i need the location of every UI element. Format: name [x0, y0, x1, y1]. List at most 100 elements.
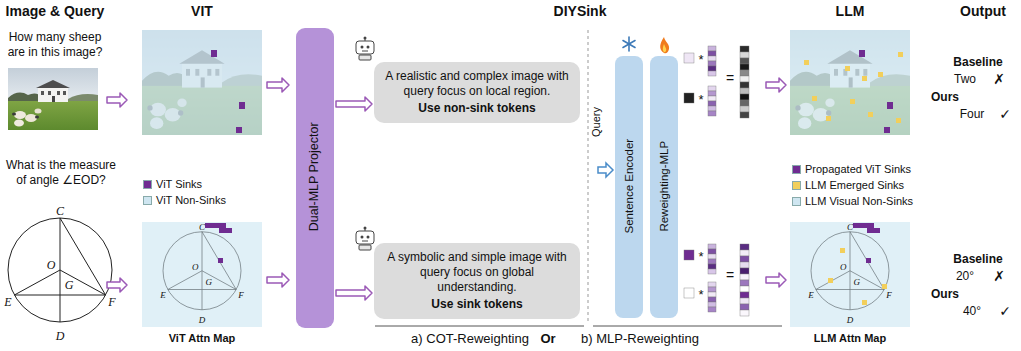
query-text: What is the measure of angle ∠EOD? [1, 158, 121, 187]
token [708, 46, 716, 51]
token [708, 244, 716, 249]
flow-arrow [766, 78, 786, 92]
sink-token [867, 228, 880, 233]
equals-sign: = [726, 267, 734, 284]
robot-icon [356, 227, 374, 251]
token [740, 46, 749, 52]
flow-arrow [267, 273, 289, 287]
token [708, 282, 716, 287]
answer: Four [960, 107, 985, 122]
sink-token [862, 300, 867, 305]
point-letter: F [108, 295, 115, 310]
token [740, 274, 749, 280]
sink-token [866, 258, 871, 263]
sink-token [896, 118, 901, 123]
robot-icon [356, 37, 374, 61]
legend-text: ViT Non-Sinks [156, 194, 226, 206]
encoder-box: Sentence Encoder [615, 56, 643, 318]
token [708, 56, 716, 61]
answer: Two [954, 72, 976, 87]
multiply-sign: * [698, 249, 703, 265]
token [708, 249, 716, 254]
legend-text: ViT Sinks [156, 178, 202, 190]
node-instruction: Use sink tokens [382, 297, 572, 312]
robot-eye [367, 236, 370, 239]
token [740, 268, 749, 274]
point-letter: E [160, 289, 166, 300]
token [740, 100, 749, 106]
token [740, 280, 749, 286]
token [740, 292, 749, 298]
prompt-box: A symbolic and simple image with query f… [374, 243, 580, 319]
flame-core [663, 44, 666, 52]
snowflake-arm [623, 41, 635, 48]
token [740, 310, 749, 316]
legend-swatch [143, 196, 152, 205]
robot-mouth [362, 241, 368, 242]
sink-token [882, 284, 887, 289]
token [740, 106, 749, 112]
point-letter: O [47, 258, 56, 273]
point-letter: C [847, 221, 853, 232]
snowflake-arm [623, 41, 635, 48]
point-letter: C [199, 221, 205, 232]
row-label: Baseline [953, 252, 1002, 267]
weight-swatch [684, 53, 694, 63]
sink-token [898, 52, 903, 57]
sink-token [812, 96, 817, 101]
point-letter: O [192, 262, 199, 273]
geometry-figure [8, 218, 112, 322]
sink-token [205, 223, 226, 228]
token [708, 254, 716, 259]
sink-token [859, 50, 865, 57]
point-letter: F [886, 289, 892, 300]
multiply-sign: * [698, 287, 703, 303]
multiply-sign: * [698, 92, 703, 108]
emerged-sinks [804, 52, 903, 123]
point-letter: G [206, 277, 213, 288]
weight-swatch [684, 250, 694, 260]
sink-token [884, 127, 890, 133]
column-header: VIT [191, 3, 213, 20]
flow-arrow [267, 78, 289, 92]
flow-arrow [336, 286, 372, 300]
antenna-tip [364, 37, 367, 40]
legend-item: ViT Non-Sinks [143, 194, 226, 206]
attn-overlay [790, 222, 910, 327]
token [740, 76, 749, 82]
sink-token [828, 278, 833, 283]
projector-box: Dual-MLP Projector [296, 28, 334, 328]
token [708, 269, 716, 274]
legend-swatch [792, 181, 801, 190]
column-header: LLM [836, 3, 865, 20]
legend-item: LLM Emerged Sinks [792, 179, 904, 191]
sink-token [218, 258, 223, 263]
robot-head [356, 41, 374, 54]
token [740, 244, 749, 250]
flow-arrow [107, 93, 127, 107]
prompt-box: A realistic and complex image with query… [374, 62, 580, 123]
node-text: Reweighting-MLP [657, 55, 671, 317]
token [740, 82, 749, 88]
vit-attn-map [142, 30, 262, 135]
token [740, 304, 749, 310]
token [708, 71, 716, 76]
token [740, 64, 749, 70]
weight-swatch [684, 288, 694, 298]
point-letter: G [65, 278, 74, 293]
token [740, 256, 749, 262]
sink-token [236, 127, 242, 133]
point-letter: E [808, 289, 814, 300]
flow-arrow [107, 278, 127, 292]
point-letter: D [199, 315, 206, 326]
query-text: How many sheep are in this image? [0, 30, 110, 59]
reweighting-top [684, 46, 749, 118]
sink-token [845, 66, 850, 71]
vit-attn-map [142, 222, 262, 327]
sink-token [862, 76, 867, 81]
token [708, 66, 716, 71]
token [708, 307, 716, 312]
section-rule [375, 326, 584, 327]
separator [588, 30, 589, 322]
